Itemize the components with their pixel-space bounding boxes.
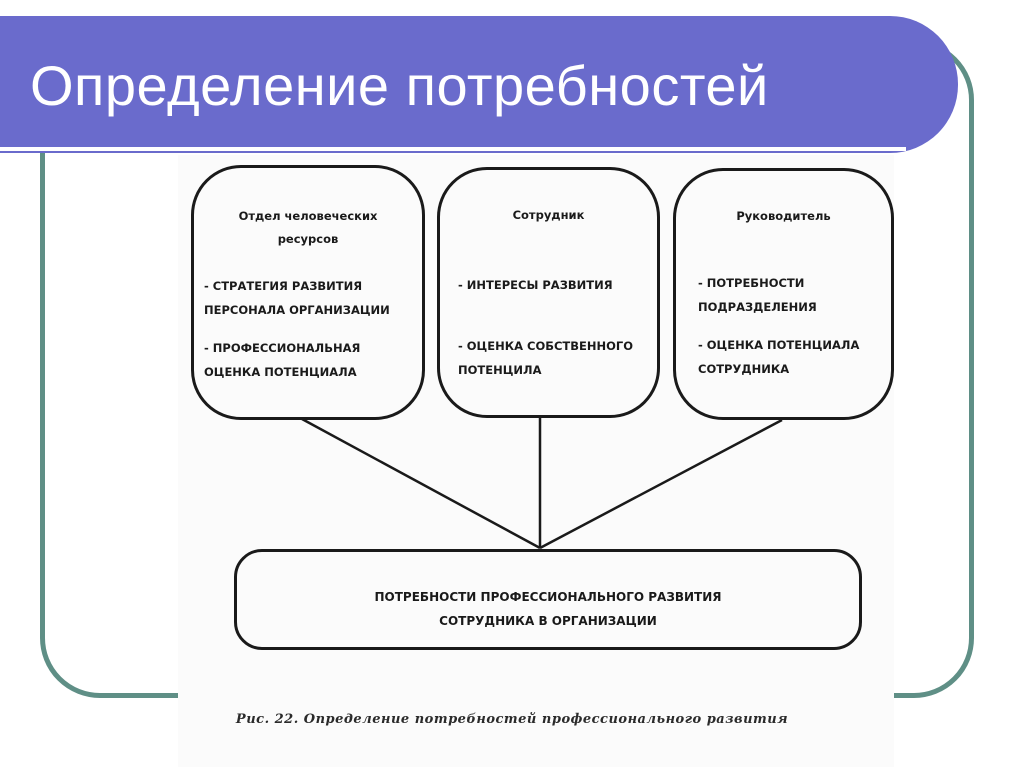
- box-hr-item-1: - СТРАТЕГИЯ РАЗВИТИЯ ПЕРСОНАЛА ОРГАНИЗАЦ…: [204, 279, 390, 317]
- box-manager-heading: Руководитель: [736, 209, 831, 223]
- box-hr-heading: Отдел человеческих ресурсов: [238, 209, 378, 246]
- title-bar: Определение потребностей: [0, 16, 958, 153]
- box-manager-item-1: - ПОТРЕБНОСТИ ПОДРАЗДЕЛЕНИЯ: [698, 276, 817, 314]
- box-hr-department: Отдел человеческих ресурсов - СТРАТЕГИЯ …: [191, 165, 425, 420]
- box-manager: Руководитель - ПОТРЕБНОСТИ ПОДРАЗДЕЛЕНИЯ…: [673, 168, 894, 420]
- slide-title: Определение потребностей: [30, 54, 769, 117]
- connector-hr: [301, 417, 541, 550]
- box-employee: Сотрудник - ИНТЕРЕСЫ РАЗВИТИЯ - ОЦЕНКА С…: [437, 167, 660, 418]
- box-development-needs: ПОТРЕБНОСТИ ПРОФЕССИОНАЛЬНОГО РАЗВИТИЯ С…: [234, 549, 862, 650]
- box-development-needs-text: ПОТРЕБНОСТИ ПРОФЕССИОНАЛЬНОГО РАЗВИТИЯ С…: [374, 590, 722, 628]
- figure-caption: Рис. 22. Определение потребностей профес…: [235, 712, 789, 727]
- title-underline: [0, 147, 906, 151]
- connector-manager: [539, 418, 783, 550]
- box-employee-item-2: - ОЦЕНКА СОБСТВЕННОГО ПОТЕНЦИЛА: [458, 339, 634, 377]
- box-hr-item-2: - ПРОФЕССИОНАЛЬНАЯ ОЦЕНКА ПОТЕНЦИАЛА: [204, 341, 361, 379]
- box-manager-item-2: - ОЦЕНКА ПОТЕНЦИАЛА СОТРУДНИКА: [698, 338, 860, 376]
- box-employee-heading: Сотрудник: [512, 208, 585, 222]
- box-employee-item-1: - ИНТЕРЕСЫ РАЗВИТИЯ: [458, 278, 613, 292]
